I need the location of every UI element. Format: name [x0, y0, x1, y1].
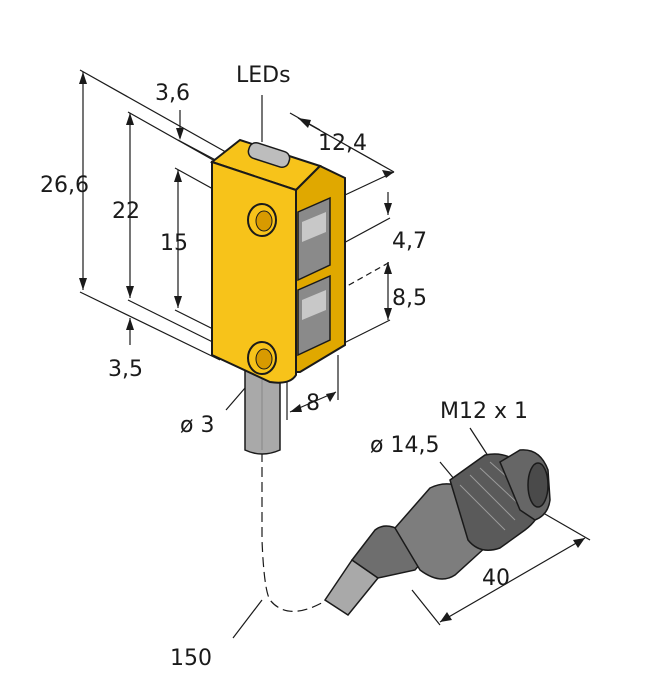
label-leds: LEDs	[236, 63, 291, 88]
sensor-cable	[244, 369, 281, 455]
label-12-4: 12,4	[318, 131, 367, 156]
label-cable-length: 150	[170, 646, 212, 671]
label-thread: M12 x 1	[440, 399, 528, 424]
label-8: 8	[306, 391, 320, 416]
dimension-labels: LEDs 3,6 12,4 26,6 22 15 4,7 8,5 3,5 8 ø…	[40, 63, 528, 671]
sensor-housing	[209, 138, 346, 384]
label-connector-diameter: ø 14,5	[370, 433, 439, 458]
led-window	[247, 141, 291, 169]
label-22: 22	[112, 199, 140, 224]
label-connector-length: 40	[482, 566, 510, 591]
label-3-5: 3,5	[108, 357, 143, 382]
label-26-6: 26,6	[40, 173, 89, 198]
m12-connector	[323, 449, 551, 616]
label-cable-diameter: ø 3	[180, 413, 214, 438]
label-3-6: 3,6	[155, 81, 190, 106]
label-15: 15	[160, 231, 188, 256]
label-4-7: 4,7	[392, 229, 427, 254]
label-8-5: 8,5	[392, 286, 427, 311]
